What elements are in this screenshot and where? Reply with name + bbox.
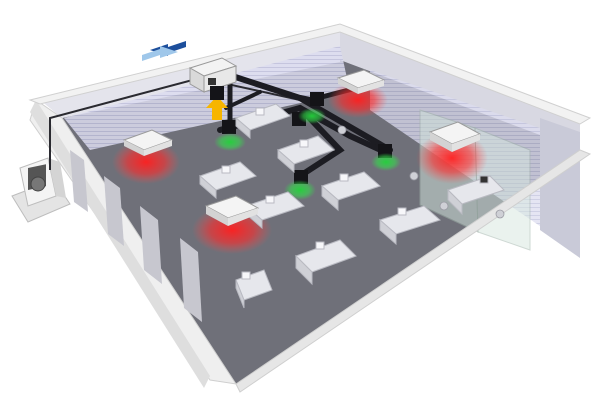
cassette-indoor-unit [428, 121, 482, 152]
desk [235, 103, 291, 140]
desk [235, 269, 273, 309]
desk [277, 135, 335, 174]
fan-coil-box [210, 86, 224, 100]
right-wall [540, 118, 580, 258]
heat-recovery-ventilator [188, 57, 238, 93]
desk [199, 161, 257, 200]
desk [447, 175, 505, 216]
fan-coil-box [222, 120, 236, 134]
office-chair-icon [495, 209, 505, 219]
outdoor-condenser-unit [11, 157, 71, 223]
refrigerant-pipe [49, 76, 301, 170]
airflow-in-out-arrows-icon [142, 41, 186, 61]
top-rim [28, 23, 592, 125]
office-chair-icon [409, 171, 419, 181]
office-chair-icon [337, 125, 347, 135]
front-wall-windows [70, 150, 202, 322]
desk [321, 171, 381, 212]
workstations [199, 103, 505, 309]
cassette-units [122, 69, 482, 226]
exhaust-up-arrow-icon [206, 96, 228, 120]
cassette-indoor-unit [204, 195, 260, 226]
left-back-windows [64, 46, 350, 150]
back-wall [340, 30, 580, 150]
office-chairs [337, 125, 505, 219]
fan-coil-box [310, 92, 324, 106]
desk [295, 239, 357, 286]
desk [379, 205, 441, 246]
heat-zones [112, 82, 488, 254]
cassette-indoor-unit [122, 129, 174, 156]
cassette-indoor-unit [336, 69, 386, 94]
office-chair-icon [439, 201, 449, 211]
